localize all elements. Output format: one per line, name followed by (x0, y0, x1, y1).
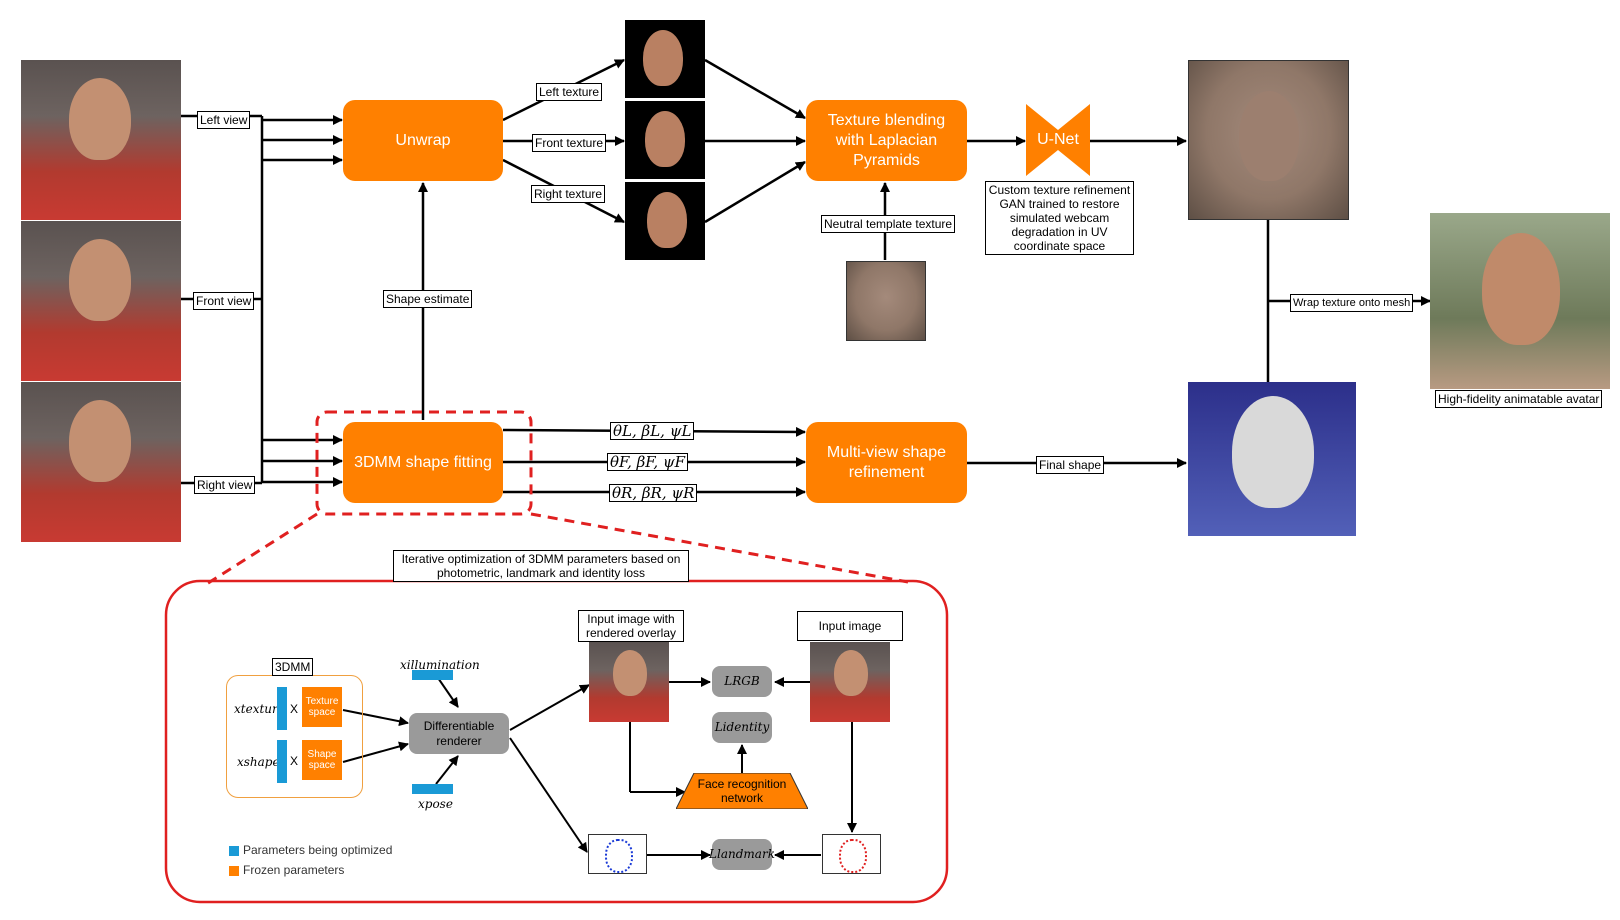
l-identity-box: Lidentity (712, 712, 772, 743)
face-shape (613, 650, 647, 696)
face-recognition-label: Face recognition network (697, 777, 787, 805)
right-texture-label: Right texture (531, 185, 606, 203)
wrap-texture-label: Wrap texture onto mesh (1290, 294, 1414, 312)
legend-blue-swatch (229, 846, 239, 856)
avatar-head (1482, 233, 1560, 345)
front-texture-label: Front texture (532, 134, 607, 152)
face-shape (647, 192, 687, 248)
x-pose-symbol: xpose (418, 797, 453, 811)
param-right-label: θR, βR, ψR (609, 484, 698, 502)
avatar-label: High-fidelity animatable avatar (1435, 390, 1603, 408)
multiview-refinement-node: Multi-view shape refinement (806, 422, 967, 503)
unet-label: U-Net (1037, 131, 1079, 148)
legend-orange-swatch (229, 866, 239, 876)
l-rgb-box: LRGB (712, 666, 772, 697)
times-sign: X (290, 702, 299, 716)
shape-fitting-node: 3DMM shape fitting (343, 422, 503, 503)
face-shape (839, 839, 867, 873)
x-texture-symbol: xtexture (234, 702, 285, 716)
detail-caption: Iterative optimization of 3DMM parameter… (393, 550, 689, 582)
unet-caption: Custom texture refinement GAN trained to… (985, 181, 1134, 255)
param-front-label: θF, βF, ψF (607, 453, 689, 471)
input-image (810, 642, 890, 722)
left-texture-label: Left texture (536, 83, 603, 101)
texture-blending-node: Texture blending with Laplacian Pyramids (806, 100, 967, 181)
overlay-image (589, 642, 669, 722)
times-sign: X (290, 754, 299, 768)
unwrap-node: Unwrap (343, 100, 503, 181)
face-shape (605, 839, 633, 873)
differentiable-renderer-box: Differentiable renderer (409, 713, 509, 754)
neutral-template-label: Neutral template texture (821, 215, 956, 233)
face-shape (69, 400, 131, 482)
shape-estimate-label: Shape estimate (383, 290, 473, 308)
right-view-photo (21, 382, 181, 542)
pose-param-bar (412, 784, 453, 794)
face-shape (69, 78, 131, 160)
x-shape-symbol: xshape (237, 755, 280, 769)
left-view-label: Left view (197, 111, 251, 129)
param-left-label: θL, βL, ψL (610, 422, 695, 440)
refined-uv-texture-image (1188, 60, 1349, 220)
face-shape (643, 30, 683, 86)
texture-space-box: Texture space (302, 687, 342, 727)
x-illumination-symbol: xillumination (400, 658, 480, 672)
final-shape-label: Final shape (1036, 456, 1105, 474)
landmark-overlay-blue (588, 834, 647, 874)
front-texture-image (625, 101, 705, 179)
3dmm-label: 3DMM (272, 658, 314, 676)
front-view-label: Front view (193, 292, 255, 310)
3dmm-group (226, 675, 363, 798)
legend-frozen: Frozen parameters (243, 863, 345, 877)
illumination-param-bar (412, 670, 453, 680)
mesh-head (1232, 396, 1314, 508)
texture-param-bar (277, 687, 287, 730)
left-texture-image (625, 20, 705, 98)
right-view-label: Right view (194, 476, 256, 494)
overlay-image-label: Input image with rendered overlay (578, 610, 684, 642)
face-shape (69, 239, 131, 321)
shape-space-box: Shape space (302, 740, 342, 780)
input-image-label: Input image (797, 611, 903, 641)
legend-optimized: Parameters being optimized (243, 843, 393, 857)
face-shape (834, 650, 868, 696)
front-view-photo (21, 221, 181, 381)
l-landmark-box: Llandmark (709, 839, 775, 870)
landmark-overlay-red (822, 834, 881, 874)
face-recognition-shape (676, 773, 808, 809)
shape-param-bar (277, 740, 287, 783)
unet-shape (1026, 104, 1090, 176)
avatar-image (1430, 213, 1610, 389)
neutral-template-image (846, 261, 926, 341)
final-mesh-image (1188, 382, 1356, 536)
right-texture-image (625, 182, 705, 260)
face-shape (645, 111, 685, 167)
left-view-photo (21, 60, 181, 220)
face-shape (1239, 91, 1299, 181)
